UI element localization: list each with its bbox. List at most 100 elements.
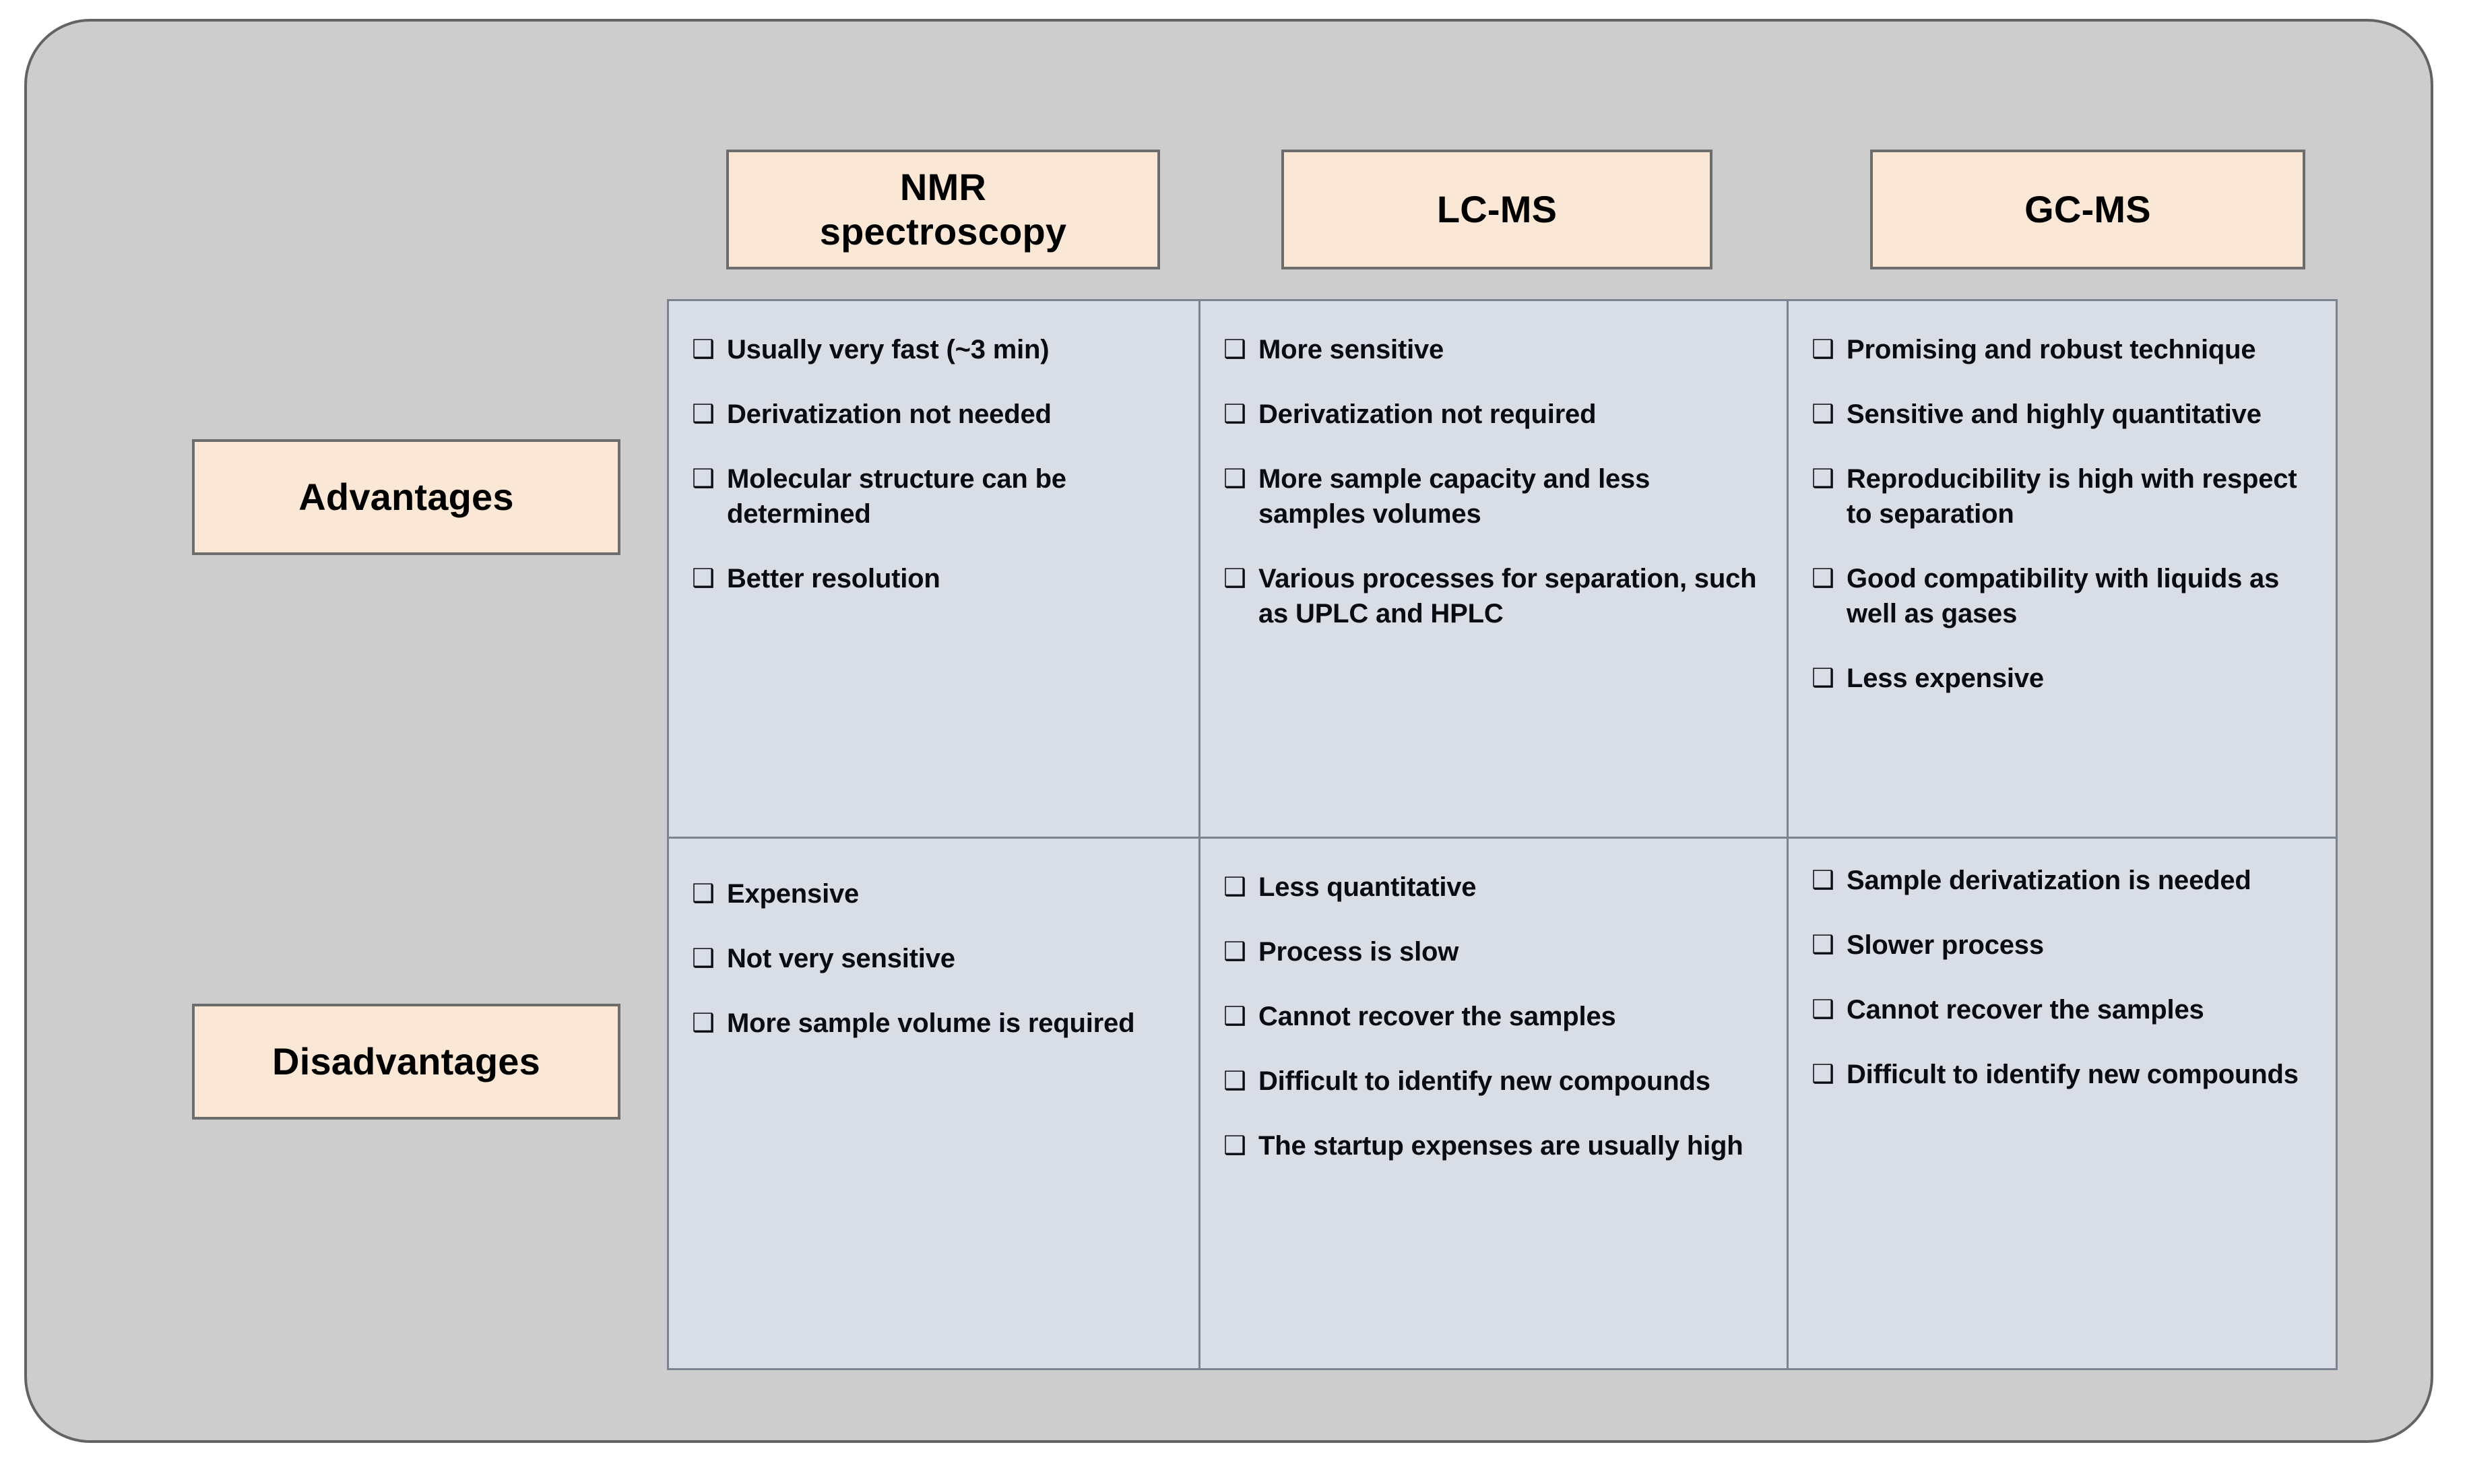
checkbox-square-icon: ❑ (692, 880, 715, 908)
bullet-item-text: More sensitive (1258, 335, 1444, 364)
cell-advantages-nmr: ❑ Usually very fast (~3 min) ❑Derivatizati… (669, 301, 1198, 837)
bullet-item-text: Difficult to identify new compounds (1847, 1060, 2299, 1089)
checkbox-square-icon: ❑ (1812, 996, 1834, 1024)
bullet-item: ❑Derivatization not required (1223, 397, 1764, 432)
checkbox-square-icon: ❑ (1223, 335, 1246, 364)
bullet-item-text: The startup expenses are usually high (1258, 1131, 1743, 1161)
checkbox-square-icon: ❑ (1812, 335, 1834, 364)
checkbox-square-icon: ❑ (1812, 866, 1834, 895)
outer-rounded-panel: NMR spectroscopy LC-MS GC-MS Advantages … (24, 19, 2433, 1443)
cell-advantages-gcms: ❑ Promising and robust technique ❑ Sensitiv… (1787, 301, 2338, 837)
bullet-item: ❑Less quantitative (1223, 870, 1764, 905)
bullet-list-disadvantages-gcms: ❑ Sample derivatization is needed ❑ Slower … (1812, 863, 2315, 1092)
checkbox-square-icon: ❑ (1812, 400, 1834, 428)
bullet-list-advantages-nmr: ❑ Usually very fast (~3 min) ❑Derivatizati… (692, 332, 1176, 596)
bullet-item: ❑ Reproducibility is high with respect to… (1812, 461, 2315, 531)
bullet-item: ❑ Better resolution (692, 561, 1176, 596)
column-header-lcms: LC-MS (1281, 150, 1712, 269)
bullet-item-text: More sample capacity and less samples vo… (1258, 464, 1651, 529)
bullet-item: ❑ Promising and robust technique (1812, 332, 2315, 367)
bullet-item-text: Difficult to identify new compounds (1258, 1066, 1710, 1096)
checkbox-square-icon: ❑ (692, 944, 715, 973)
column-header-nmr: NMR spectroscopy (726, 150, 1160, 269)
row-label-disadvantages: Disadvantages (192, 1004, 620, 1120)
bullet-item-text: Expensive (727, 879, 860, 909)
column-header-lcms-line1: LC-MS (1436, 187, 1558, 230)
bullet-list-advantages-gcms: ❑ Promising and robust technique ❑ Sensitiv… (1812, 332, 2315, 696)
bullet-item: ❑ Difficult to identify new compounds (1812, 1057, 2315, 1092)
cell-advantages-lcms: ❑More sensitive❑Derivatization not requi… (1198, 301, 1787, 837)
bullet-list-advantages-lcms: ❑More sensitive❑Derivatization not requi… (1223, 332, 1764, 631)
bullet-item: ❑ Difficult to identify new compounds (1223, 1064, 1764, 1099)
bullet-item-text: Various processes for separation, such a… (1258, 564, 1757, 628)
bullet-item: ❑ More sensitive (1223, 332, 1764, 367)
bullet-item: ❑ Good compatibility with liquids as well… (1812, 561, 2315, 631)
row-label-advantages-text: Advantages (298, 475, 514, 518)
bullet-item: ❑ Less expensive (1812, 661, 2315, 696)
bullet-item-text: Process is slow (1258, 937, 1459, 967)
checkbox-square-icon: ❑ (1223, 1002, 1246, 1031)
column-header-gcms-line1: GC-MS (2024, 187, 2151, 230)
bullet-item: ❑ Not very sensitive (692, 941, 1176, 976)
bullet-item-text: Slower process (1847, 930, 2044, 960)
column-header-nmr-text: NMR spectroscopy (820, 165, 1067, 254)
bullet-item-text: Less quantitative (1258, 872, 1477, 902)
bullet-item-text: Usually very fast (~3 min) (727, 335, 1050, 364)
bullet-item-text: Promising and robust technique (1847, 335, 2256, 364)
checkbox-square-icon: ❑ (692, 400, 715, 428)
bullet-item: ❑ More sample capacity and less samples v… (1223, 461, 1764, 531)
bullet-item-text: Reproducibility is high with respect to … (1847, 464, 2297, 529)
bullet-item: ❑ Usually very fast (~3 min) (692, 332, 1176, 367)
bullet-item: ❑ Cannot recover the samples (1223, 999, 1764, 1034)
bullet-item: ❑ Various processes for separation, such … (1223, 561, 1764, 631)
bullet-item-text: Cannot recover the samples (1258, 1002, 1616, 1031)
bullet-item-text: Sample derivatization is needed (1847, 866, 2251, 895)
checkbox-square-icon: ❑ (1812, 465, 1834, 493)
checkbox-square-icon: ❑ (692, 465, 715, 493)
bullet-item: ❑ Expensive (692, 876, 1176, 911)
checkbox-square-icon: ❑ (1812, 931, 1834, 959)
checkbox-square-icon: ❑ (1812, 1060, 1834, 1089)
checkbox-square-icon: ❑ (1812, 664, 1834, 692)
bullet-item: ❑ Process is slow (1223, 934, 1764, 969)
bullet-item: ❑ Sensitive and highly quantitative (1812, 397, 2315, 432)
bullet-item-text: Less expensive (1847, 664, 2044, 693)
column-header-gcms: GC-MS (1870, 150, 2305, 269)
checkbox-square-icon: ❑ (1223, 465, 1246, 493)
checkbox-square-icon: ❑ (1223, 1067, 1246, 1095)
checkbox-square-icon: ❑ (692, 335, 715, 364)
bullet-item: ❑ Molecular structure can be determined (692, 461, 1176, 531)
column-header-gcms-text: GC-MS (2024, 187, 2151, 232)
bullet-item-text: Not very sensitive (727, 944, 955, 973)
bullet-item-text: Good compatibility with liquids as well … (1847, 564, 2280, 628)
checkbox-square-icon: ❑ (1223, 564, 1246, 593)
bullet-item-text: More sample volume is required (727, 1008, 1135, 1038)
cell-disadvantages-nmr: ❑ Expensive ❑ Not very sensitive ❑More sampl… (669, 837, 1198, 1370)
bullet-item: ❑ Slower process (1812, 928, 2315, 963)
bullet-list-disadvantages-nmr: ❑ Expensive ❑ Not very sensitive ❑More sampl… (692, 876, 1176, 1041)
checkbox-square-icon: ❑ (1223, 938, 1246, 966)
column-header-nmr-line2: spectroscopy (819, 210, 1067, 253)
bullet-item-text: Better resolution (727, 564, 940, 593)
column-header-lcms-text: LC-MS (1437, 187, 1557, 232)
bullet-item: ❑ Cannot recover the samples (1812, 992, 2315, 1027)
bullet-item-text: Cannot recover the samples (1847, 995, 2204, 1025)
bullet-item: ❑ The startup expenses are usually high (1223, 1128, 1764, 1163)
checkbox-square-icon: ❑ (692, 564, 715, 593)
row-label-disadvantages-text: Disadvantages (272, 1039, 540, 1083)
cell-disadvantages-lcms: ❑Less quantitative❑Process is slow❑Canno… (1198, 837, 1787, 1370)
comparison-table: ❑Usually very fast (~3 min)❑Derivatizati… (667, 299, 2338, 1370)
column-header-nmr-line1: NMR (899, 165, 987, 208)
bullet-item-text: Molecular structure can be determined (727, 464, 1066, 529)
bullet-item-text: Sensitive and highly quantitative (1847, 399, 2262, 429)
bullet-item: ❑Derivatization not needed (692, 397, 1176, 432)
bullet-item-text: Derivatization not required (1258, 399, 1597, 429)
checkbox-square-icon: ❑ (1223, 1132, 1246, 1160)
checkbox-square-icon: ❑ (1812, 564, 1834, 593)
row-label-advantages: Advantages (192, 439, 620, 555)
bullet-list-disadvantages-lcms: ❑Less quantitative❑Process is slow❑Canno… (1223, 870, 1764, 1163)
bullet-item: ❑ Sample derivatization is needed (1812, 863, 2315, 898)
bullet-item: ❑More sample volume is required (692, 1006, 1176, 1041)
cell-disadvantages-gcms: ❑ Sample derivatization is needed ❑ Slower … (1787, 837, 2338, 1370)
